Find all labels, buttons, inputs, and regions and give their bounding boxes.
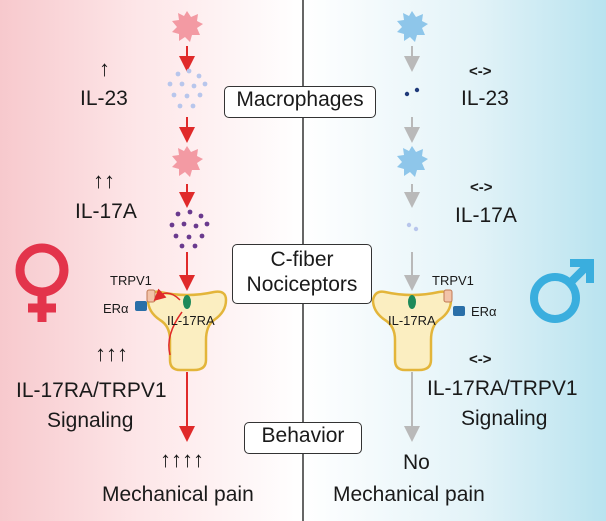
- female-era-receptor: [135, 301, 147, 311]
- male-il17a-label: IL-17A: [455, 204, 517, 227]
- male-il17a-change: <->: [470, 179, 493, 196]
- nociceptors-label: Nociceptors: [246, 273, 358, 297]
- male-il17ra-receptor: [408, 295, 416, 309]
- female-il23-dots: [167, 68, 208, 109]
- female-neuron-icon: [135, 288, 228, 372]
- female-symbol-icon: [15, 243, 69, 322]
- female-il23-change: ↑: [99, 56, 110, 81]
- male-trpv1-channel: [443, 289, 453, 303]
- c-fiber-label: C-fiber: [270, 248, 334, 271]
- female-il17a-dots: [169, 209, 210, 249]
- male-signaling-change: <->: [469, 351, 492, 368]
- female-pain-change: ↑↑↑↑: [160, 447, 204, 472]
- macrophages-label-box: Macrophages: [224, 86, 376, 118]
- behavior-label: Behavior: [261, 424, 345, 447]
- male-symbol-icon: [530, 259, 594, 323]
- male-il17a-dots: [406, 222, 419, 232]
- male-neuron-icon: [371, 289, 465, 372]
- female-pain-label: Mechanical pain: [102, 483, 254, 506]
- male-il23-change: <->: [469, 63, 492, 80]
- male-il23-label: IL-23: [461, 87, 509, 110]
- female-macrophage-top-icon: [172, 11, 203, 42]
- female-il23-label: IL-23: [80, 87, 128, 110]
- male-il23-dots: [404, 87, 420, 97]
- male-pain-no-label: No: [403, 451, 430, 474]
- male-pain-label: Mechanical pain: [333, 483, 485, 506]
- female-trpv1-channel: [146, 289, 156, 303]
- female-il17ra-receptor: [183, 295, 191, 309]
- male-macrophage-mid-icon: [397, 146, 428, 177]
- behavior-label-box: Behavior: [244, 422, 362, 454]
- c-fiber-nociceptors-box: C-fiber Nociceptors: [232, 244, 372, 304]
- female-signaling-line2: Signaling: [47, 409, 134, 432]
- female-era-label: ERα: [103, 301, 129, 316]
- male-signaling-line1: IL-17RA/TRPV1: [427, 377, 578, 400]
- male-signaling-line2: Signaling: [461, 407, 548, 430]
- female-il17ra-label: IL-17RA: [167, 313, 215, 328]
- macrophages-label: Macrophages: [236, 88, 364, 111]
- male-macrophage-top-icon: [397, 11, 428, 42]
- female-il17a-change: ↑↑: [93, 168, 115, 193]
- male-era-label: ERα: [471, 304, 497, 319]
- female-il17a-label: IL-17A: [75, 200, 137, 223]
- male-era-receptor: [453, 306, 465, 316]
- female-macrophage-mid-icon: [172, 146, 203, 177]
- female-signaling-line1: IL-17RA/TRPV1: [16, 379, 167, 402]
- female-signaling-change: ↑↑↑: [95, 341, 128, 366]
- male-il17ra-label: IL-17RA: [388, 313, 436, 328]
- male-trpv1-label: TRPV1: [432, 273, 474, 288]
- female-trpv1-label: TRPV1: [110, 273, 152, 288]
